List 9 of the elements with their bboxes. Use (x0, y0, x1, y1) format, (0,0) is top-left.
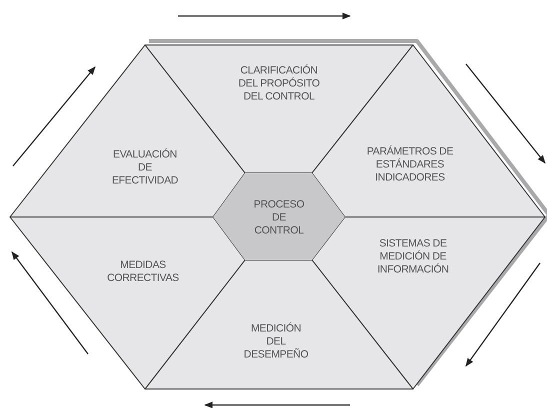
segment-label: PROCESO DE CONTROL (252, 198, 306, 238)
hexagon-segment (312, 217, 545, 389)
segment-label: PARÁMETROS DE ESTÁNDARES INDICADORES (366, 145, 454, 185)
segment-label: CLARIFICACIÓN DEL PROPÓSITO DEL CONTROL (237, 64, 321, 104)
hexagon-segment (10, 217, 245, 389)
segment-label: MEDICIÓN DEL DESEMPEÑO (242, 322, 310, 362)
segment-label: SISTEMAS DE MEDICIÓN DE INFORMACIÓN (376, 237, 450, 277)
segment-label: MEDIDAS CORRECTIVAS (106, 258, 180, 286)
segment-label: EVALUACIÓN DE EFECTIVIDAD (110, 148, 180, 188)
